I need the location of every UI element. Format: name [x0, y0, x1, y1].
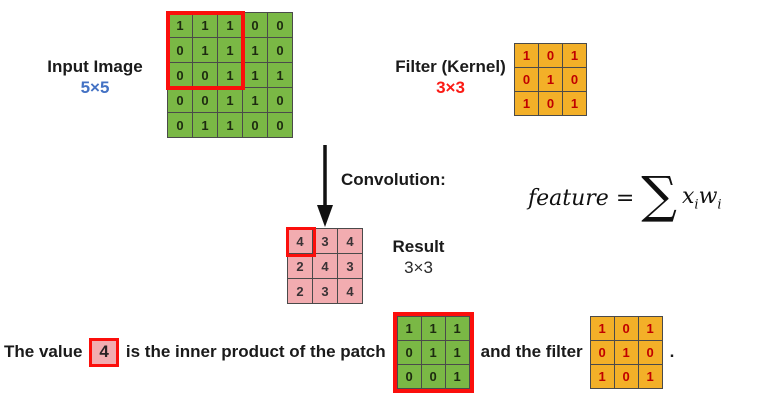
- grid-cell: 0: [168, 113, 192, 137]
- grid-cell: 1: [515, 44, 538, 67]
- input-image-size-label: 5×5: [80, 78, 110, 98]
- explanation-and-text: and the filter: [480, 342, 583, 361]
- grid-cell: 3: [313, 279, 337, 303]
- grid-cell: 1: [218, 13, 242, 37]
- filter-kernel-size-label: 3×3: [436, 78, 465, 98]
- grid-cell: 3: [313, 229, 337, 253]
- result-label: Result: [392, 237, 445, 256]
- grid-cell: 0: [539, 44, 562, 67]
- grid-cell: 0: [193, 63, 217, 87]
- grid-cell: 0: [268, 113, 292, 137]
- explanation-sentence: The value 4 is the inner product of the …: [4, 310, 674, 394]
- grid-cell: 1: [614, 340, 638, 364]
- explanation-middle: is the inner product of the patch: [125, 342, 386, 361]
- grid-cell: 0: [563, 68, 586, 91]
- filter-kernel-label-block: Filter (Kernel) 3×3: [378, 56, 523, 99]
- grid-cell: 0: [397, 340, 421, 364]
- explanation-prefix: The value: [4, 342, 83, 361]
- grid-cell: 2: [288, 254, 312, 278]
- grid-cell: 0: [421, 364, 445, 388]
- grid-cell: 1: [539, 68, 562, 91]
- grid-cell: 1: [218, 38, 242, 62]
- grid-cell: 1: [193, 38, 217, 62]
- grid-cell: 1: [218, 63, 242, 87]
- grid-cell: 1: [243, 88, 267, 112]
- grid-cell: 0: [243, 13, 267, 37]
- convolution-label: Convolution:: [341, 170, 446, 189]
- result-label-block: Result 3×3: [366, 236, 471, 279]
- grid-cell: 1: [193, 113, 217, 137]
- input-patch-highlight: [166, 11, 245, 90]
- grid-cell: 0: [614, 364, 638, 388]
- grid-cell: 1: [563, 44, 586, 67]
- grid-cell: 1: [563, 92, 586, 115]
- summation-sigma-symbol: ∑: [641, 165, 677, 224]
- grid-cell: 4: [288, 229, 312, 253]
- grid-cell: 1: [218, 113, 242, 137]
- grid-cell: 0: [168, 88, 192, 112]
- grid-cell: 4: [338, 279, 362, 303]
- input-image-label: Input Image: [47, 57, 143, 76]
- grid-cell: 0: [268, 38, 292, 62]
- grid-cell: 1: [638, 364, 662, 388]
- grid-cell: 1: [515, 92, 538, 115]
- grid-cell: 0: [268, 88, 292, 112]
- grid-cell: 0: [243, 113, 267, 137]
- grid-cell: 0: [515, 68, 538, 91]
- result-value-highlight: [286, 227, 316, 257]
- grid-cell: 1: [590, 364, 614, 388]
- formula-term-w: wi: [698, 183, 722, 213]
- grid-cell: 3: [338, 254, 362, 278]
- grid-cell: 1: [445, 364, 469, 388]
- grid-cell: 1: [638, 316, 662, 340]
- filter-kernel-label: Filter (Kernel): [395, 57, 506, 76]
- grid-cell: 1: [421, 340, 445, 364]
- grid-cell: 0: [539, 92, 562, 115]
- result-size-label: 3×3: [404, 258, 433, 278]
- grid-cell: 1: [268, 63, 292, 87]
- grid-cell: 0: [397, 364, 421, 388]
- grid-cell: 1: [445, 316, 469, 340]
- grid-cell: 0: [614, 316, 638, 340]
- grid-cell: 0: [193, 88, 217, 112]
- grid-cell: 4: [338, 229, 362, 253]
- grid-cell: 1: [193, 13, 217, 37]
- grid-cell: 1: [397, 316, 421, 340]
- grid-cell: 2: [288, 279, 312, 303]
- grid-cell: 1: [445, 340, 469, 364]
- grid-cell: 1: [168, 13, 192, 37]
- grid-cell: 4: [313, 254, 337, 278]
- grid-cell: 0: [168, 38, 192, 62]
- input-image-label-block: Input Image 5×5: [20, 56, 170, 99]
- convolution-arrow-icon: [317, 145, 333, 227]
- grid-cell: 1: [421, 316, 445, 340]
- grid-cell: 1: [243, 38, 267, 62]
- grid-cell: 0: [638, 340, 662, 364]
- grid-cell: 0: [268, 13, 292, 37]
- grid-cell: 0: [590, 340, 614, 364]
- grid-cell: 1: [218, 88, 242, 112]
- grid-cell: 0: [168, 63, 192, 87]
- highlighted-value-box: 4: [89, 337, 119, 367]
- formula-term-x: xi: [681, 183, 699, 213]
- grid-cell: 1: [590, 316, 614, 340]
- feature-formula: feature = ∑ xi wi: [528, 162, 722, 234]
- grid-cell: 1: [243, 63, 267, 87]
- formula-lhs: feature =: [528, 185, 635, 211]
- explanation-period: .: [669, 342, 675, 361]
